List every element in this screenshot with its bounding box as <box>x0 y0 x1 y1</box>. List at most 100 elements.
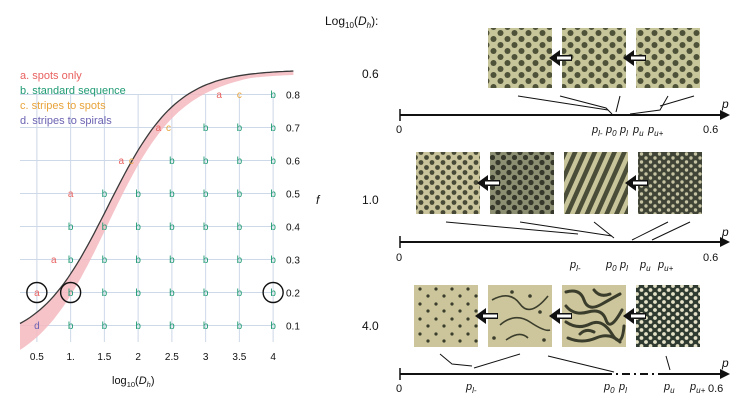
point-label-b: b <box>135 222 141 233</box>
svg-text:pl: pl <box>619 259 628 273</box>
point-label-b: b <box>169 321 175 332</box>
x-tick-label: 1.5 <box>97 352 111 363</box>
boundary-curve <box>19 70 294 325</box>
point-label-c: c <box>237 90 242 101</box>
legend-item-stripes-to-spirals: d. stripes to spirals <box>20 115 112 127</box>
point-label-b: b <box>68 288 74 299</box>
x-axis-label: log10(Dh) <box>112 375 155 389</box>
pattern-panel <box>638 152 702 214</box>
x-tick-label: 1. <box>66 352 74 363</box>
pattern-panel <box>416 152 480 214</box>
point-label-b: b <box>135 321 141 332</box>
point-label-b: b <box>237 321 243 332</box>
point-label-b: b <box>270 189 276 200</box>
svg-text:p0: p0 <box>603 381 615 395</box>
highlight-circle <box>26 281 48 304</box>
point-label-b: b <box>68 222 74 233</box>
axis-max: 0.6 <box>708 383 723 395</box>
y-tick-label: 0.2 <box>286 289 300 300</box>
arrow-head <box>477 175 488 191</box>
point-label-a: a <box>118 156 124 167</box>
axis-variable: p <box>721 97 729 111</box>
svg-text:pl-: pl- <box>591 124 603 138</box>
axis-zero: 0 <box>396 124 402 136</box>
highlight-circle <box>59 281 82 304</box>
y-tick-label: 0.6 <box>286 157 300 168</box>
x-tick-label: 3 <box>203 352 209 363</box>
point-label-b: b <box>169 156 175 167</box>
highlight-circle <box>262 281 284 304</box>
point-label-b: b <box>68 255 74 266</box>
pattern-panel <box>564 152 628 214</box>
point-label-b: b <box>102 255 108 266</box>
arrow-head <box>623 50 634 66</box>
point-label-b: b <box>270 222 276 233</box>
pattern-panel <box>488 28 552 88</box>
axis-zero: 0 <box>396 383 402 395</box>
pattern-panel <box>414 285 478 347</box>
point-label-b: b <box>169 222 175 233</box>
point-label-b: b <box>169 288 175 299</box>
point-label-b: b <box>270 123 276 134</box>
point-label-b: b <box>68 321 74 332</box>
svg-text:pu+: pu+ <box>657 259 674 273</box>
axis-zero: 0 <box>396 252 402 264</box>
arrow-head <box>623 308 634 324</box>
svg-text:p0: p0 <box>605 259 617 273</box>
point-label-c: c <box>129 156 134 167</box>
row-label: 0.6 <box>362 67 379 81</box>
svg-text:pl: pl <box>618 381 627 395</box>
point-label-b: b <box>203 288 209 299</box>
point-label-b: b <box>203 156 209 167</box>
threshold-labels: pl- p0 pl pu pu+ <box>465 381 706 395</box>
point-label-b: b <box>270 255 276 266</box>
point-label-b: b <box>270 288 276 299</box>
pattern-panel <box>562 28 626 88</box>
pattern-panel <box>636 28 700 88</box>
svg-text:pl-: pl- <box>465 381 477 395</box>
point-label-a: a <box>34 288 40 299</box>
x-tick-label: 3.5 <box>232 352 246 363</box>
point-label-b: b <box>270 90 276 101</box>
row-label: 4.0 <box>362 319 379 333</box>
axis-arrow <box>720 237 730 247</box>
legend-item-standard-sequence: b. standard sequence <box>20 85 126 97</box>
pattern-panel <box>488 285 552 347</box>
axis-variable: p <box>721 356 729 370</box>
point-label-b: b <box>135 189 141 200</box>
y-tick-labels: 0.10.20.30.40.50.60.70.8 <box>286 91 300 333</box>
y-tick-label: 0.7 <box>286 124 300 135</box>
legend-item-stripes-to-spots: c. stripes to spots <box>20 100 106 112</box>
point-label-b: b <box>237 189 243 200</box>
point-label-b: b <box>203 189 209 200</box>
axis-max: 0.6 <box>703 252 718 264</box>
point-label-a: a <box>216 90 222 101</box>
point-label-b: b <box>169 255 175 266</box>
pattern-panel <box>490 152 554 214</box>
point-label-b: b <box>237 123 243 134</box>
point-label-a: a <box>51 255 57 266</box>
axis-variable: p <box>721 225 729 239</box>
svg-text:pu+: pu+ <box>647 124 664 138</box>
point-label-b: b <box>203 123 209 134</box>
point-label-b: b <box>102 321 108 332</box>
arrow-head <box>625 175 636 191</box>
point-label-b: b <box>135 255 141 266</box>
axis-arrow <box>720 110 730 120</box>
y-tick-label: 0.5 <box>286 190 300 201</box>
svg-text:pl-: pl- <box>569 259 581 273</box>
svg-text:pu: pu <box>663 381 675 395</box>
y-tick-label: 0.8 <box>286 91 300 102</box>
pattern-panel <box>562 285 626 347</box>
point-label-b: b <box>237 222 243 233</box>
point-label-b: b <box>270 156 276 167</box>
x-tick-label: 4 <box>270 352 276 363</box>
arrow-head <box>549 50 560 66</box>
row-label: 1.0 <box>362 193 379 207</box>
sequence-row-2: 1.0 0 0.6 p pl- p0 pl pu pu+ <box>362 152 730 273</box>
svg-text:pu: pu <box>639 259 651 273</box>
y-axis-label: f <box>316 193 321 207</box>
connector-lines <box>445 221 691 241</box>
